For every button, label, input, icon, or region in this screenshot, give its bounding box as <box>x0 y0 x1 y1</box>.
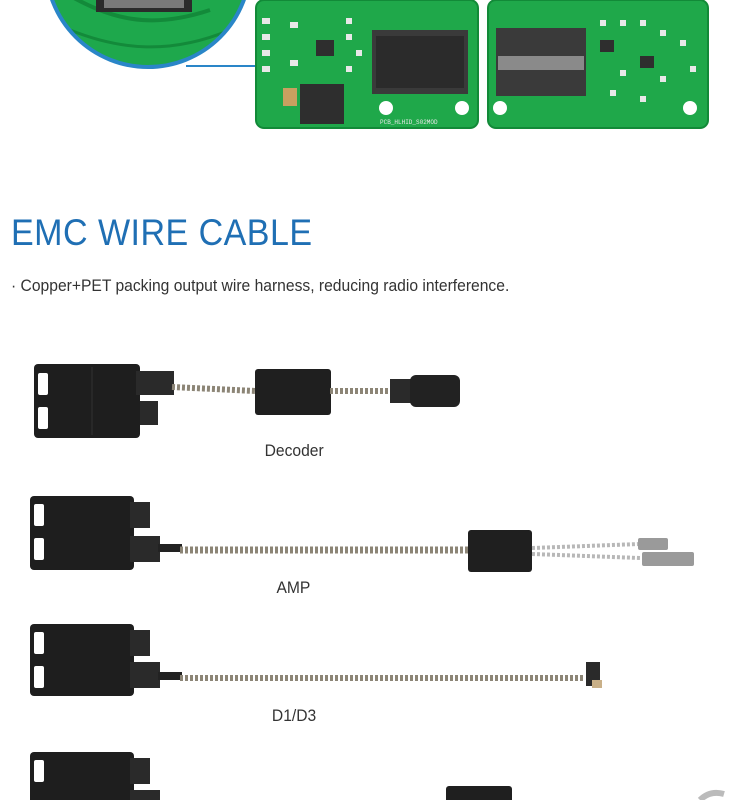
cable-caption: AMP <box>276 578 311 597</box>
pcb-board-left: PCB_HLHID_S02MOD <box>255 0 479 129</box>
cable-caption: Decoder <box>264 441 324 460</box>
pcb-board-right <box>487 0 709 129</box>
section-title: EMC WIRE CABLE <box>11 212 313 253</box>
cable-partial <box>0 750 750 800</box>
pcb-label: PCB_HLHID_S02MOD <box>380 119 438 126</box>
amp-cable: AMP <box>0 492 750 607</box>
partial-cable-image <box>30 752 725 800</box>
magnifier-circle <box>50 0 246 69</box>
decoder-cable-image <box>34 364 460 438</box>
d1d3-cable-image <box>30 624 602 696</box>
amp-cable-image <box>30 496 694 572</box>
d1d3-cable: D1/D3 <box>0 620 750 732</box>
cable-caption: D1/D3 <box>271 706 317 725</box>
pcb-product-image: PCB_HLHID_S02MOD <box>0 0 750 140</box>
decoder-cable: Decoder <box>0 355 750 475</box>
section-description: · Copper+PET packing output wire harness… <box>11 276 510 295</box>
